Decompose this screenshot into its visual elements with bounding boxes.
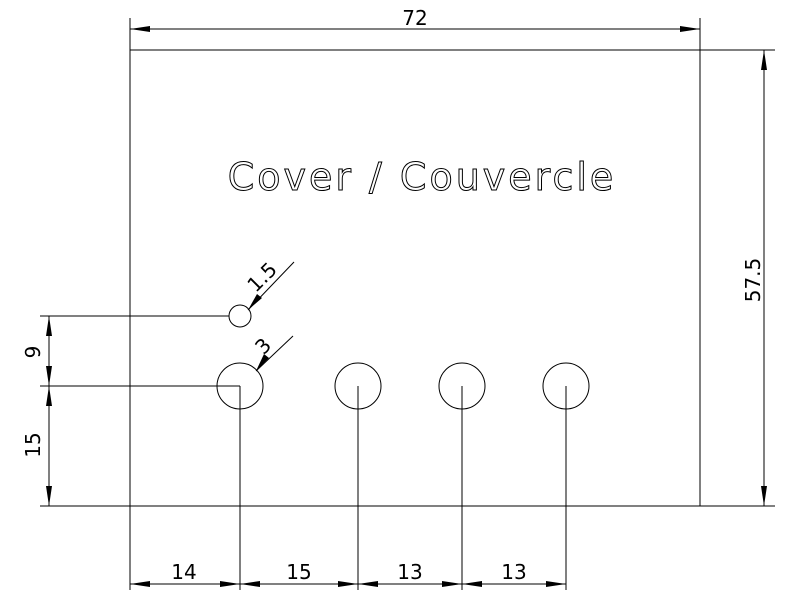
vertical-15-arrow-top xyxy=(46,386,52,406)
spacing-13a-arrow-left xyxy=(358,581,378,587)
vertical-15-arrow-bottom xyxy=(46,486,52,506)
spacing-13b-arrow-left xyxy=(462,581,482,587)
top-width-arrow-right xyxy=(680,26,700,32)
vertical-dimension-9-label: 9 xyxy=(21,346,45,359)
right-height-arrow-bottom xyxy=(761,486,767,506)
spacing-13b-arrow-right xyxy=(546,581,566,587)
spacing-13a-arrow-right xyxy=(442,581,462,587)
spacing-13b-label: 13 xyxy=(501,560,526,584)
overall-width-label: 72 xyxy=(402,6,427,30)
spacing-15-label: 15 xyxy=(286,560,311,584)
vertical-dimension-15-label: 15 xyxy=(21,432,45,457)
top-width-arrow-left xyxy=(130,26,150,32)
small-hole-leader-arrow xyxy=(248,294,262,310)
spacing-14-label: 14 xyxy=(171,560,196,584)
spacing-14-arrow-left xyxy=(130,581,150,587)
small-hole xyxy=(228,304,252,328)
overall-height-label: 57.5 xyxy=(741,258,765,303)
right-height-arrow-top xyxy=(761,50,767,70)
spacing-14-arrow-right xyxy=(220,581,240,587)
cover-outline xyxy=(129,49,701,507)
spacing-15-arrow-left xyxy=(240,581,260,587)
spacing-15-arrow-right xyxy=(338,581,358,587)
spacing-13a-label: 13 xyxy=(397,560,422,584)
vertical-9-arrow-top xyxy=(46,316,52,336)
large-hole-leader xyxy=(255,335,294,372)
vertical-9-arrow-bottom xyxy=(46,366,52,386)
large-hole-leader-arrow xyxy=(256,354,269,371)
small-hole-diameter-label: 1.5 xyxy=(242,257,281,296)
drawing-title: Cover / Couvercle xyxy=(228,155,617,199)
